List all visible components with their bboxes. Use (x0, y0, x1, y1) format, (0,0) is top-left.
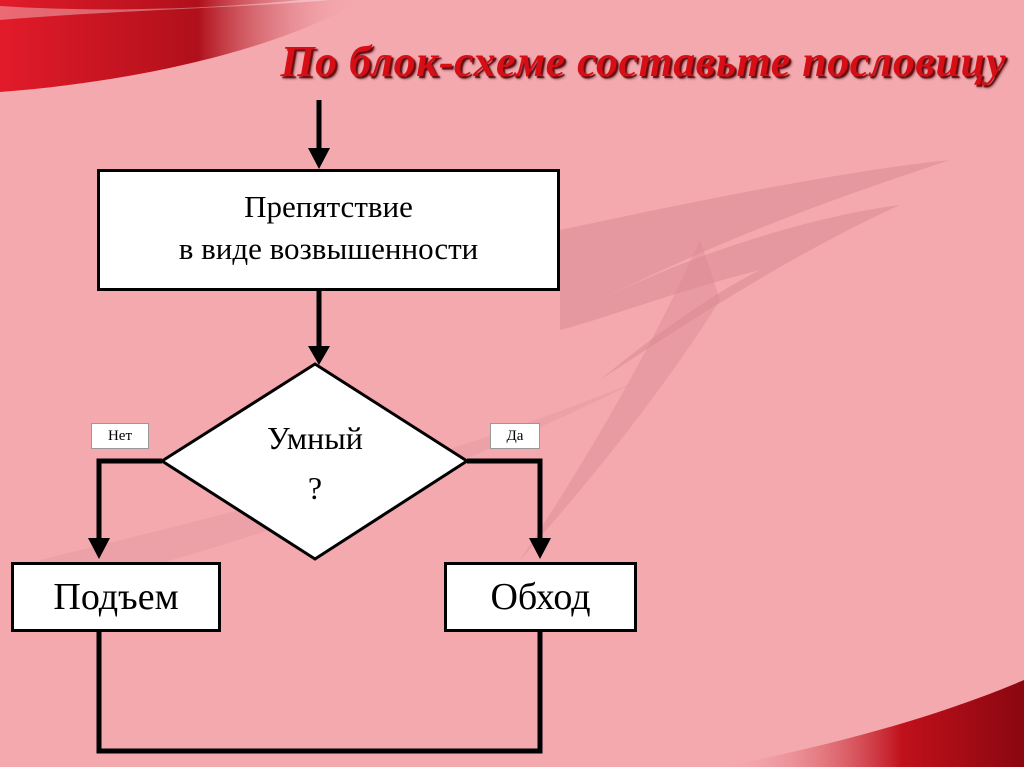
branch-no-label: Нет (91, 423, 149, 449)
left-result-box: Подъем (11, 562, 221, 632)
branch-yes-label: Да (490, 423, 540, 449)
process-box: Препятствие в виде возвышенности (97, 169, 560, 291)
merge-line (96, 632, 543, 754)
no-branch-line (96, 458, 162, 540)
decision-arrowhead (308, 346, 330, 365)
entry-arrowhead (308, 148, 330, 169)
slide-title: По блок-схеме составьте пословицу (280, 37, 1006, 86)
decision-diamond (159, 362, 470, 561)
process-text-line2: в виде возвышенности (178, 231, 479, 266)
watermark-swoosh-2 (520, 240, 720, 560)
bottom-swoosh-decoration (720, 680, 1024, 767)
process-text-line1: Препятствие (244, 189, 413, 224)
right-result-box: Обход (444, 562, 637, 632)
top-highlight-decoration (0, 0, 330, 20)
decision-mark: ? (307, 470, 323, 506)
no-branch-arrowhead (88, 538, 110, 559)
watermark-swoosh (560, 160, 950, 380)
yes-branch-arrowhead (529, 538, 551, 559)
top-swoosh-decoration (0, 0, 360, 92)
yes-branch-line (467, 458, 543, 540)
decision-question: Умный (267, 420, 363, 456)
